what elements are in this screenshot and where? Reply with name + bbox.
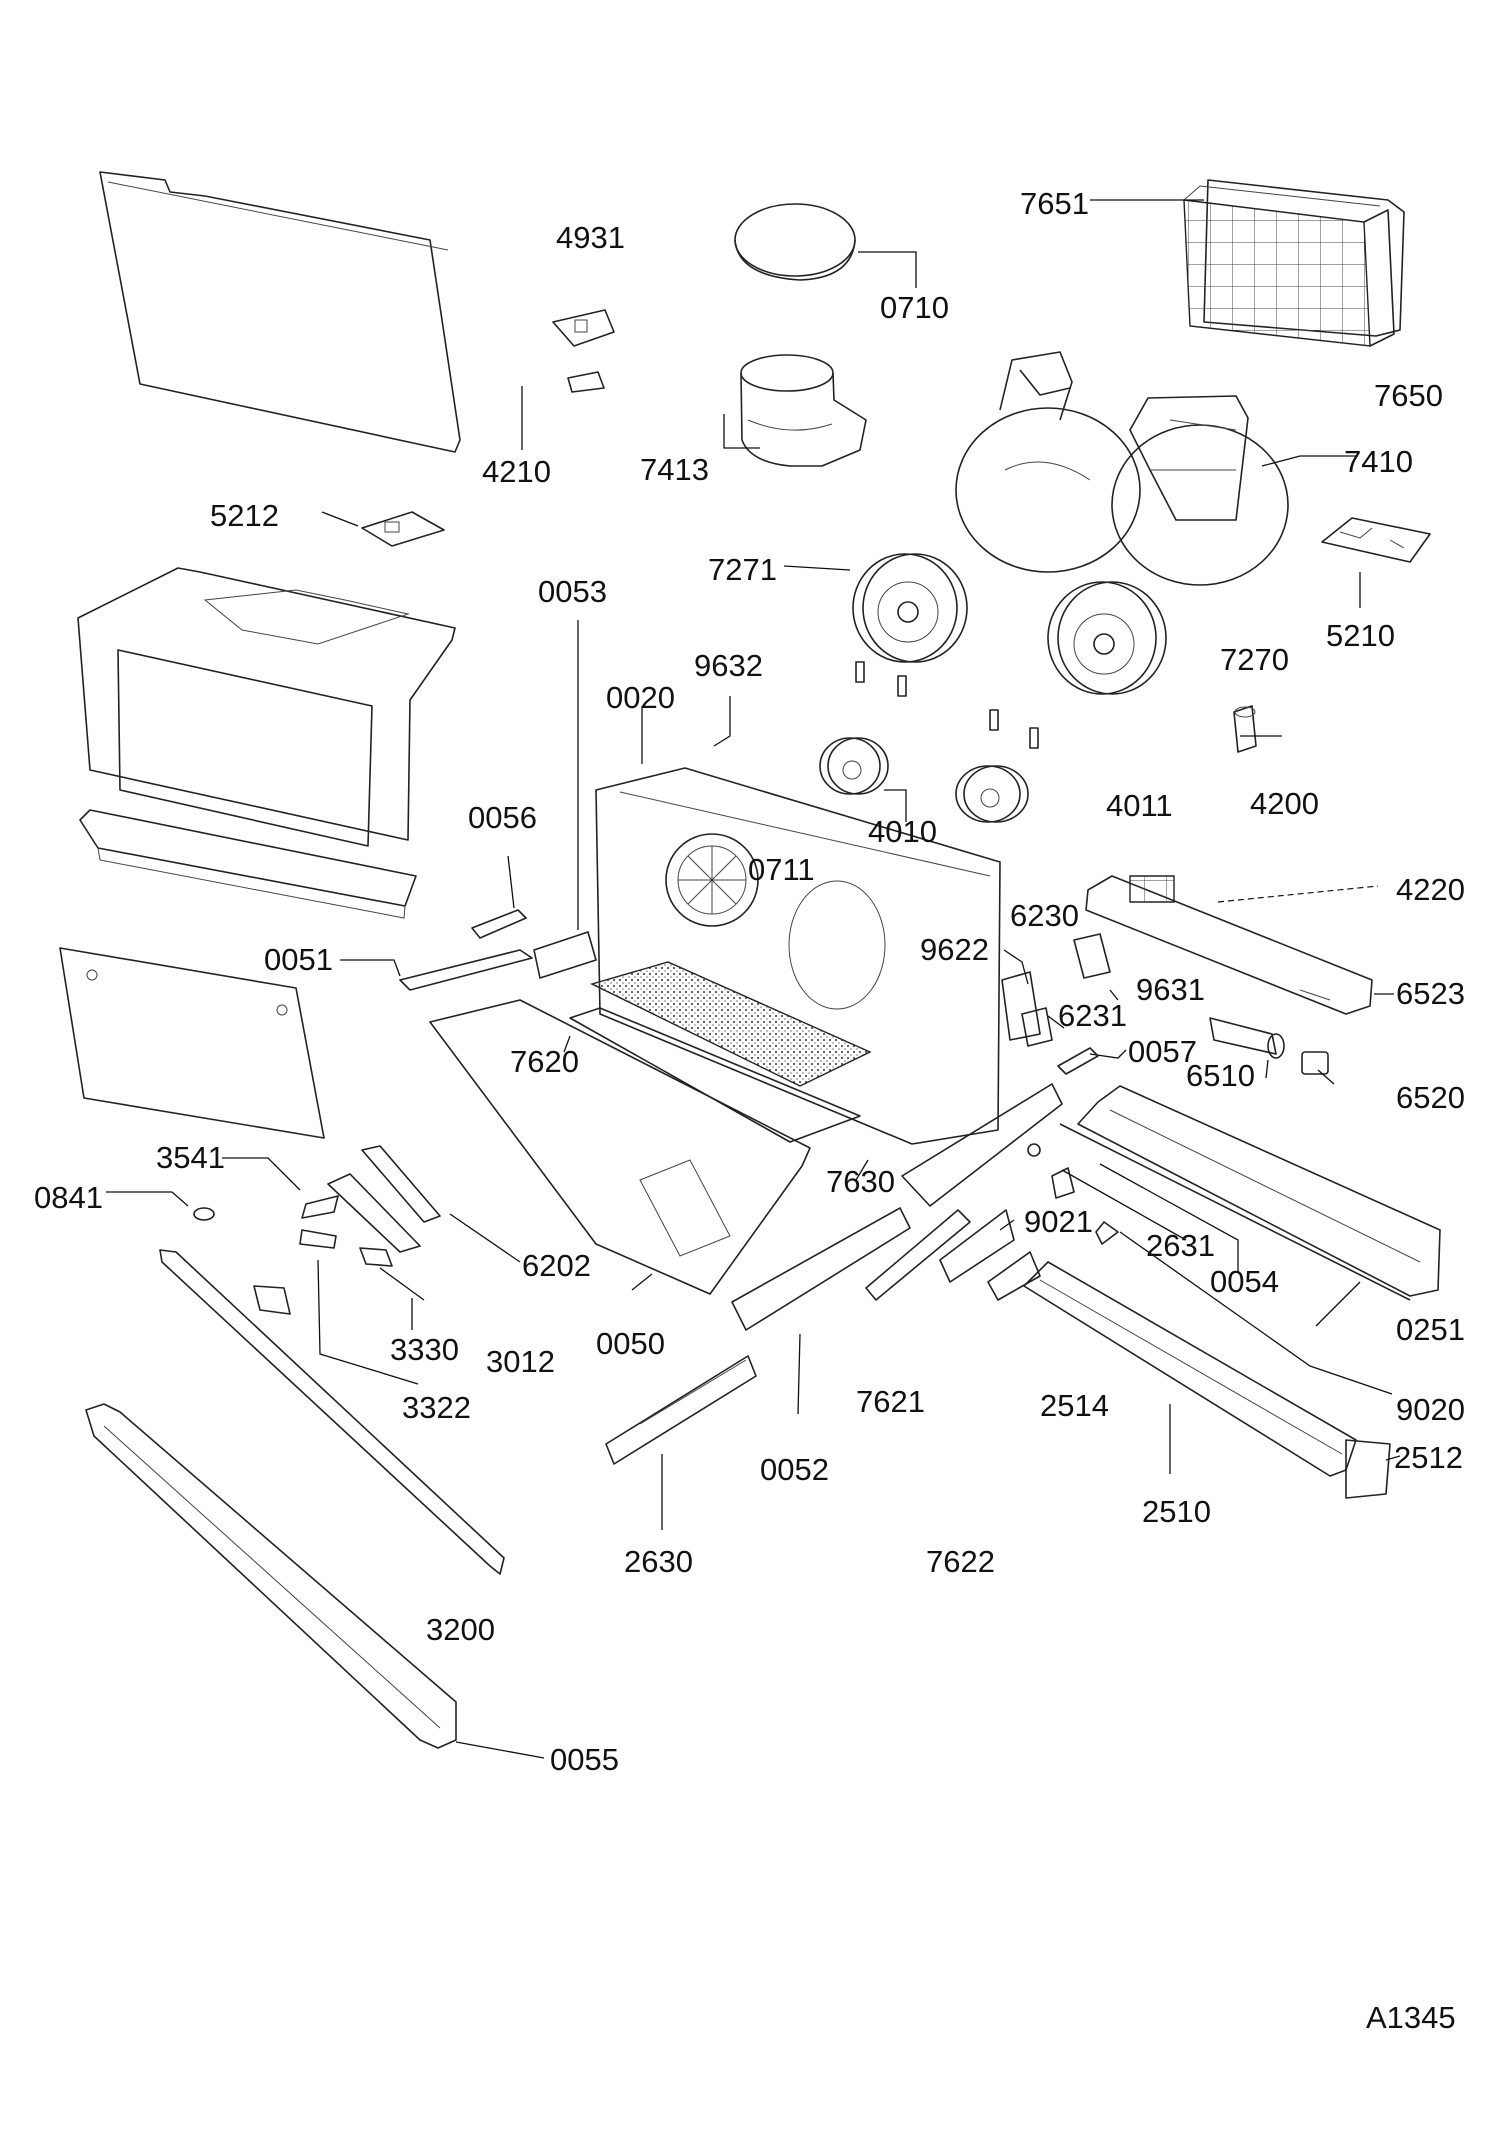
part-label-7271: 7271	[708, 552, 777, 587]
part-label-4931: 4931	[556, 220, 625, 255]
control-electronics	[194, 1146, 440, 1266]
fan-mounting-panel	[596, 768, 1000, 1144]
part-label-2630: 2630	[624, 1544, 693, 1579]
part-label-9632: 9632	[694, 648, 763, 683]
side-strips	[400, 932, 596, 990]
impeller-left	[853, 554, 967, 662]
part-label-0051: 0051	[264, 942, 333, 977]
switch-module-part	[553, 310, 614, 392]
visor-glass-panel	[1024, 1262, 1390, 1498]
part-label-2514: 2514	[1040, 1388, 1109, 1423]
part-label-5210: 5210	[1326, 618, 1395, 653]
part-label-9021: 9021	[1024, 1204, 1093, 1239]
front-control-panel	[60, 948, 324, 1138]
capacitor-4200	[1234, 706, 1256, 752]
part-label-9631: 9631	[1136, 972, 1205, 1007]
air-outlet-duct	[741, 355, 866, 466]
part-label-4200: 4200	[1250, 786, 1319, 821]
part-label-9020: 9020	[1396, 1392, 1465, 1427]
part-label-7270: 7270	[1220, 642, 1289, 677]
part-label-4011: 4011	[1106, 788, 1173, 823]
part-label-3322: 3322	[402, 1390, 471, 1425]
part-label-4010: 4010	[868, 814, 937, 849]
part-label-7650: 7650	[1374, 378, 1443, 413]
grease-filter-tray	[430, 962, 870, 1294]
lamp-cover-rail	[1060, 1086, 1440, 1300]
part-label-0052: 0052	[760, 1452, 829, 1487]
part-label-0710: 0710	[880, 290, 949, 325]
part-label-3200: 3200	[426, 1612, 495, 1647]
part-label-0053: 0053	[538, 574, 607, 609]
part-label-4210: 4210	[482, 454, 551, 489]
part-label-3330: 3330	[390, 1332, 459, 1367]
part-label-2512: 2512	[1394, 1440, 1463, 1475]
light-switch-knob	[1210, 1018, 1328, 1074]
leader-lines	[106, 200, 1400, 1758]
glass-canopy-panel	[100, 172, 460, 452]
part-label-6520: 6520	[1396, 1080, 1465, 1115]
control-board-5212	[362, 512, 444, 546]
part-label-0050: 0050	[596, 1326, 665, 1361]
part-label-0055: 0055	[550, 1742, 619, 1777]
drawing-code: A1345	[1366, 2000, 1456, 2035]
motor-mounting-parts	[820, 662, 1038, 822]
switch-parts-right	[1002, 934, 1110, 1046]
spacer-0057	[1058, 1048, 1098, 1074]
fan-motor-housing	[956, 352, 1288, 585]
impeller-right	[1048, 582, 1166, 694]
front-trim-bars	[86, 1250, 504, 1748]
slide-bar-6523	[1086, 876, 1372, 1014]
part-label-2631: 2631	[1146, 1228, 1215, 1263]
carbon-filter-cassette	[1184, 180, 1404, 346]
part-label-3012: 3012	[486, 1344, 555, 1379]
part-label-7622: 7622	[926, 1544, 995, 1579]
part-label-7621: 7621	[856, 1384, 925, 1419]
part-label-7410: 7410	[1344, 444, 1413, 479]
part-label-0841: 0841	[34, 1180, 103, 1215]
part-label-3541: 3541	[156, 1140, 225, 1175]
part-label-0057: 0057	[1128, 1034, 1197, 1069]
part-label-7651: 7651	[1020, 186, 1089, 221]
part-label-0054: 0054	[1210, 1264, 1279, 1299]
part-label-4220: 4220	[1396, 872, 1465, 907]
hood-body-chassis	[78, 568, 455, 918]
telescopic-rails	[606, 1084, 1062, 1464]
part-label-0020: 0020	[606, 680, 675, 715]
part-label-6202: 6202	[522, 1248, 591, 1283]
part-label-0711: 0711	[748, 852, 815, 887]
part-label-2510: 2510	[1142, 1494, 1211, 1529]
part-label-6523: 6523	[1396, 976, 1465, 1011]
part-label-9622: 9622	[920, 932, 989, 967]
round-carbon-filter	[735, 204, 855, 280]
part-label-7630: 7630	[826, 1164, 895, 1199]
part-label-6510: 6510	[1186, 1058, 1255, 1093]
part-label-6230: 6230	[1010, 898, 1079, 933]
power-board-5210	[1322, 518, 1430, 562]
part-label-0056: 0056	[468, 800, 537, 835]
spacer-0056	[472, 910, 526, 938]
part-label-0251: 0251	[1396, 1312, 1465, 1347]
part-label-7413: 7413	[640, 452, 709, 487]
part-label-5212: 5212	[210, 498, 279, 533]
part-label-6231: 6231	[1058, 998, 1127, 1033]
part-label-7620: 7620	[510, 1044, 579, 1079]
